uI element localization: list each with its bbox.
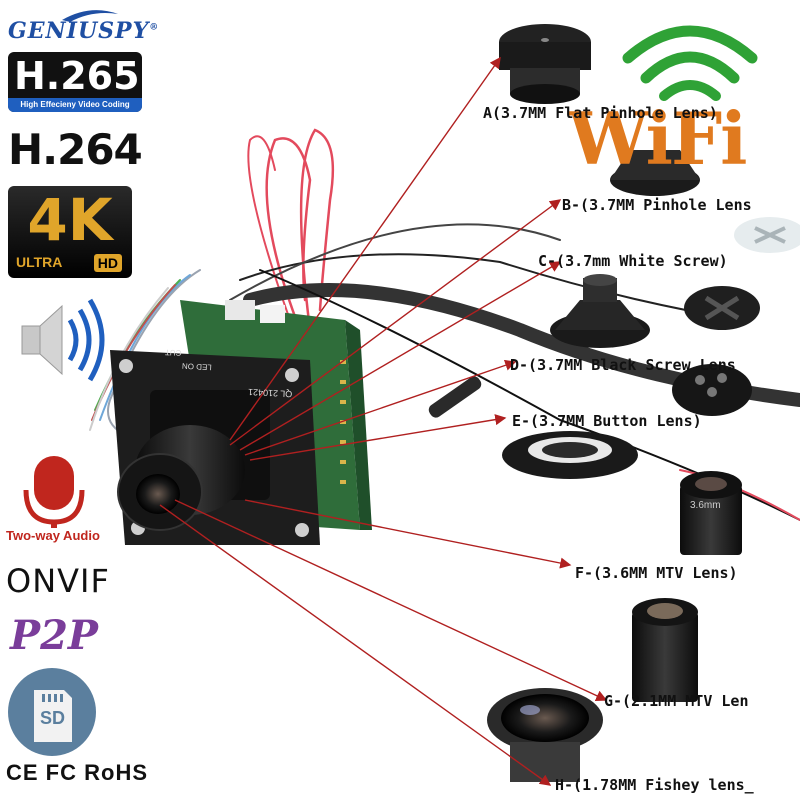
certification-marks: CE FC RoHS (6, 760, 148, 785)
lens-b-label: B-(3.7MM Pinhole Lens (562, 196, 752, 214)
lens-f-print: 3.6mm (690, 500, 721, 511)
wifi-signal-icon (622, 25, 758, 101)
lens-a-image (499, 24, 591, 104)
board-silk-3: LED ON (181, 361, 213, 372)
lens-c-label: C-(3.7mm White Screw) (538, 252, 728, 270)
h264-badge: H.264 (8, 125, 143, 174)
sd-text: SD (40, 708, 66, 728)
lens-h-label: H-(1.78MM Fishey lens_ (555, 776, 754, 794)
h265-badge: H.265 High Effecieny Video Coding (8, 52, 142, 112)
lens-c-image (734, 217, 800, 253)
pointer-arrows (159, 56, 608, 786)
brand-name: GENIUSPY (8, 18, 150, 44)
lens-e-label: E-(3.7MM Button Lens) (512, 412, 702, 430)
two-way-audio-label: Two-way Audio (6, 528, 100, 543)
brand-swoosh (62, 10, 118, 22)
lens-h-image (487, 688, 603, 782)
lens-e-image (502, 431, 638, 479)
trademark-mark: ® (149, 22, 160, 33)
lens-a-label: A(3.7MM Flat Pinhole Lens) (483, 104, 718, 122)
lens-d-image (550, 274, 760, 416)
4k-ultra-hd-badge: 4K ULTRA HD (8, 186, 132, 278)
lens-g-image (632, 598, 698, 702)
p2p-logo: P2P (10, 612, 98, 659)
wifi-text: WiFi (568, 96, 747, 181)
hd-text: HD (93, 254, 122, 272)
lens-d-label: D-(3.7MM Black Screw Lens (510, 356, 736, 374)
ultra-text: ULTRA (16, 254, 63, 270)
4k-text: 4K (27, 186, 113, 254)
h265-text: H.265 (14, 54, 140, 98)
camera-board (110, 300, 372, 545)
h265-subtitle: High Effecieny Video Coding (8, 98, 142, 112)
sd-card-icon (34, 690, 72, 742)
lens-f-image (680, 471, 742, 555)
lens-b-image (610, 150, 700, 196)
lens-f-label: F-(3.6MM MTV Lens) (575, 564, 738, 582)
antenna-stub (428, 376, 482, 418)
onvif-logo: ONVIF (6, 562, 110, 600)
speaker-icon (21, 298, 105, 382)
brand-logo: GENIUSPY® (8, 18, 159, 44)
wifi-logo: WiFi (568, 96, 747, 181)
microphone-icon (23, 456, 85, 528)
board-silk-2: CUT (164, 347, 182, 358)
lens-g-label: G-(2.1MM MTV Len (604, 692, 749, 710)
